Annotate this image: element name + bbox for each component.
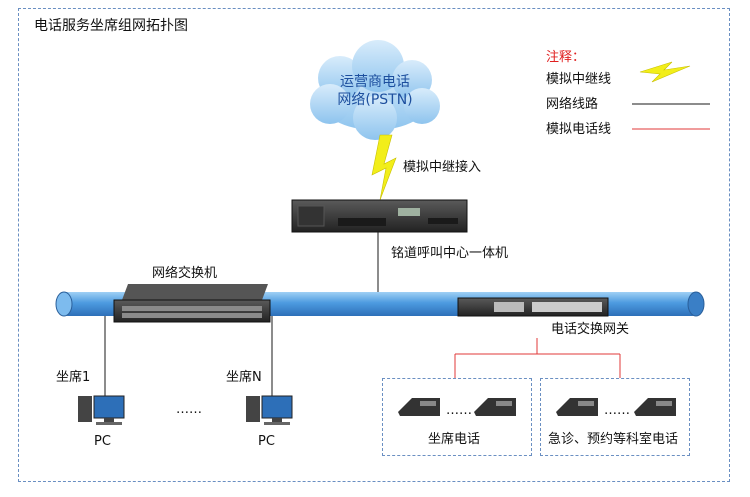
phone-line-tree	[454, 338, 621, 378]
diagram-title: 电话服务坐席组网拓扑图	[34, 18, 188, 34]
phone-icon	[556, 398, 598, 416]
pc-icon	[246, 395, 293, 425]
pc-ellipsis: ……	[176, 402, 202, 417]
trunk-lightning-icon	[371, 134, 397, 201]
phone-ellipsis-2: ……	[604, 403, 630, 418]
cloud-label-line1: 运营商电话	[340, 74, 410, 90]
cloud-label: 运营商电话 网络(PSTN)	[330, 73, 420, 109]
legend-heading: 注释：	[546, 50, 586, 65]
gateway-label: 电话交换网关	[551, 322, 630, 337]
pstn-cloud	[310, 40, 440, 140]
dept-phones-group	[540, 378, 690, 456]
trunk-access-label: 模拟中继接入	[403, 160, 482, 175]
legend-trunk-lightning-icon	[639, 61, 691, 83]
diagram-frame	[18, 8, 730, 482]
legend-label-network: 网络线路	[546, 97, 599, 112]
pc-1-label: PC	[94, 434, 111, 449]
switch-label: 网络交换机	[152, 266, 218, 281]
dept-phones-label: 急诊、预约等科室电话	[548, 432, 679, 447]
legend-label-phone: 模拟电话线	[546, 122, 612, 137]
call-center-all-in-one-device	[291, 199, 468, 233]
legend-label-trunk: 模拟中继线	[546, 72, 612, 87]
seat-1-label: 坐席1	[56, 370, 91, 385]
seat-phones-group	[382, 378, 532, 456]
phone-icon	[398, 398, 440, 416]
phone-ellipsis-1: ……	[446, 403, 472, 418]
seat-n-label: 坐席N	[226, 370, 262, 385]
phone-gateway-device	[457, 297, 609, 317]
pc-icon	[78, 395, 125, 425]
phone-icon	[634, 398, 676, 416]
network-switch-device	[113, 284, 271, 323]
seat-phones-label: 坐席电话	[428, 432, 481, 447]
all-in-one-label: 铭道呼叫中心一体机	[391, 246, 509, 261]
cloud-label-line2: 网络(PSTN)	[337, 92, 413, 108]
pc-n-label: PC	[258, 434, 275, 449]
phone-icon	[474, 398, 516, 416]
